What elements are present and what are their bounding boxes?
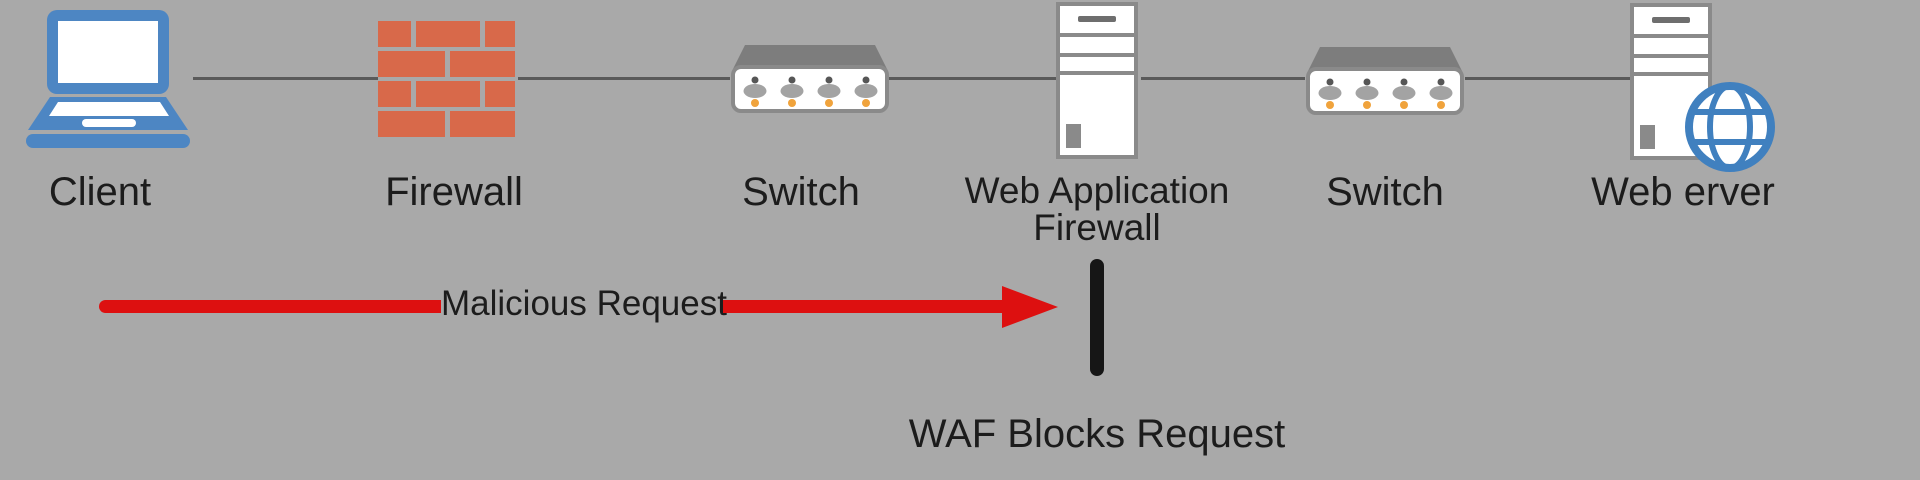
client-label: Client [48, 170, 152, 214]
edge-waf-switch2 [1141, 77, 1305, 80]
switch1-label: Switch [742, 170, 860, 214]
brick-wall-icon [378, 21, 515, 137]
edge-firewall-switch1 [518, 77, 730, 80]
malicious-arrow-head-icon [1002, 286, 1058, 328]
globe-icon [1685, 82, 1775, 172]
edge-switch1-waf [889, 77, 1056, 80]
malicious-arrow-line-right [723, 300, 1003, 313]
waf-label: Web Application Firewall [965, 172, 1230, 246]
firewall-label: Firewall [385, 170, 523, 214]
web-server-label: Web erver [1591, 170, 1775, 214]
switch2-label: Switch [1326, 170, 1444, 214]
waf-label-line2: Firewall [1033, 207, 1161, 248]
waf-label-line1: Web Application [964, 170, 1230, 211]
laptop-icon [26, 10, 190, 148]
network-switch-icon [1306, 47, 1464, 115]
edge-switch2-webserver [1465, 77, 1631, 80]
server-tower-icon [1630, 3, 1712, 160]
malicious-arrow-line-left [99, 300, 441, 313]
network-switch-icon [731, 45, 889, 113]
waf-blocks-label: WAF Blocks Request [908, 412, 1286, 456]
waf-block-bar-icon [1090, 259, 1104, 376]
edge-client-firewall [193, 77, 378, 80]
malicious-request-label: Malicious Request [441, 284, 727, 323]
server-tower-icon [1056, 2, 1138, 159]
